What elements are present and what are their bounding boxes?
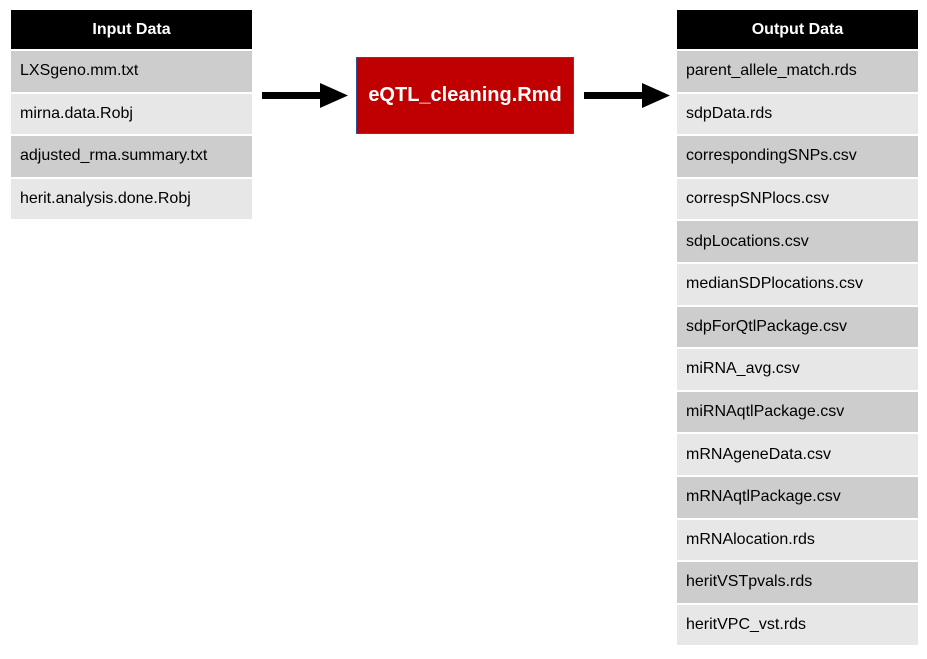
output-item: mRNAgeneData.csv xyxy=(677,434,918,477)
output-item: heritVSTpvals.rds xyxy=(677,562,918,605)
process-to-output-arrow xyxy=(584,83,670,108)
output-item: correspondingSNPs.csv xyxy=(677,136,918,179)
output-data-table: Output Data parent_allele_match.rds sdpD… xyxy=(677,10,918,648)
process-script-box: eQTL_cleaning.Rmd xyxy=(356,57,574,134)
input-to-process-arrow xyxy=(262,83,348,108)
input-item: adjusted_rma.summary.txt xyxy=(11,136,252,179)
input-item: herit.analysis.done.Robj xyxy=(11,178,252,221)
output-item: miRNAqtlPackage.csv xyxy=(677,391,918,435)
output-item: medianSDPlocations.csv xyxy=(677,263,918,307)
input-item: mirna.data.Robj xyxy=(11,93,252,136)
output-item: parent_allele_match.rds xyxy=(677,51,918,94)
output-item: sdpForQtlPackage.csv xyxy=(677,306,918,350)
output-item: mRNAlocation.rds xyxy=(677,519,918,563)
output-data-header: Output Data xyxy=(677,10,918,51)
input-data-header: Input Data xyxy=(11,10,252,51)
output-item: miRNA_avg.csv xyxy=(677,349,918,392)
output-item: heritVPC_vst.rds xyxy=(677,604,918,648)
output-item: sdpLocations.csv xyxy=(677,221,918,264)
input-data-table: Input Data LXSgeno.mm.txt mirna.data.Rob… xyxy=(11,10,252,221)
output-item: sdpData.rds xyxy=(677,93,918,137)
input-item: LXSgeno.mm.txt xyxy=(11,51,252,94)
output-item: correspSNPlocs.csv xyxy=(677,178,918,222)
output-item: mRNAqtlPackage.csv xyxy=(677,476,918,520)
